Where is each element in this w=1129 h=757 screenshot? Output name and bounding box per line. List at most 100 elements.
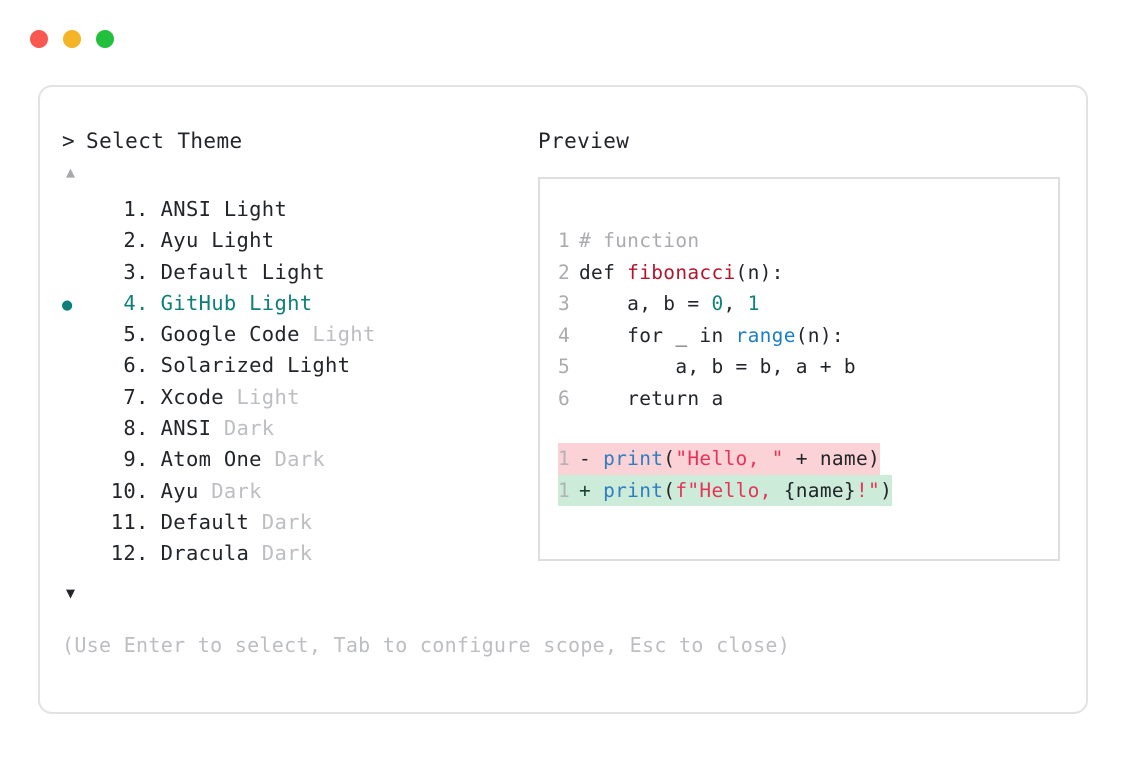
code-token: def xyxy=(579,260,628,284)
theme-item-name: GitHub xyxy=(160,290,250,315)
selection-bullet-icon: ● xyxy=(62,321,93,352)
theme-item-name: Google Code xyxy=(160,322,313,347)
diff-token: ) xyxy=(880,478,893,502)
theme-item-variant: Light xyxy=(312,322,376,347)
theme-item-index: 11 xyxy=(110,509,136,534)
scroll-up-arrow-icon[interactable]: ▲ xyxy=(66,163,76,181)
code-token: range xyxy=(735,323,796,347)
theme-item-index-dot: . xyxy=(136,384,149,409)
code-token: a, b = b, a + b xyxy=(579,355,856,378)
theme-item-variant: Dark xyxy=(261,509,313,534)
code-token: for _ in xyxy=(579,323,736,347)
page-title: Select Theme xyxy=(86,129,243,153)
code-line: 4 for _ in range(n): xyxy=(558,320,1056,352)
maximize-window-button[interactable] xyxy=(96,30,114,48)
code-token: 1 xyxy=(747,292,760,315)
theme-item-variant: Light xyxy=(287,353,351,378)
diff-token: {name} xyxy=(783,478,856,502)
code-line-number: 6 xyxy=(558,386,571,410)
code-line: 5 a, b = b, a + b xyxy=(558,351,1056,383)
code-line: 2 def fibonacci(n): xyxy=(558,257,1056,289)
diff-token: ) xyxy=(868,447,881,470)
theme-picker-pane: > Select Theme ▲ ●1.ANSI Light●2.Ayu Lig… xyxy=(62,129,532,606)
theme-item-index: 6 xyxy=(123,353,136,378)
theme-selector-card: > Select Theme ▲ ●1.ANSI Light●2.Ayu Lig… xyxy=(38,85,1088,714)
theme-list-item[interactable]: ● 7. Xcode Light xyxy=(62,382,532,413)
theme-item-name: Ayu xyxy=(160,478,212,503)
theme-list-item[interactable]: ● 5. Google Code Light xyxy=(62,319,532,350)
selection-bullet-icon: ● xyxy=(62,294,73,315)
code-line: 1# function xyxy=(558,225,1056,257)
theme-item-index-dot: . xyxy=(136,478,149,503)
code-line: 3 a, b = 0, 1 xyxy=(558,288,1056,320)
theme-list: ●1.ANSI Light●2.Ayu Light●3.Default Ligh… xyxy=(62,194,532,570)
diff-token: f"Hello, xyxy=(675,478,784,502)
theme-item-index: 9 xyxy=(123,447,136,472)
diff-sign: + xyxy=(579,478,604,502)
theme-item-index-dot: . xyxy=(136,509,149,534)
diff-line-number: 1 xyxy=(558,447,571,470)
code-token: (n): xyxy=(795,323,844,347)
theme-item-variant: Dark xyxy=(261,541,313,566)
code-line-number: 4 xyxy=(558,323,571,347)
theme-item-index: 7 xyxy=(123,384,136,409)
selection-bullet-icon: ● xyxy=(62,227,93,258)
theme-item-name: Xcode xyxy=(160,384,237,409)
theme-list-item[interactable]: ●12.Dracula Dark xyxy=(62,538,532,569)
theme-item-name: Default xyxy=(160,259,262,284)
selection-bullet-icon: ● xyxy=(62,540,93,571)
diff-token: ( xyxy=(663,478,676,502)
theme-list-item[interactable]: ●1.ANSI Light xyxy=(62,194,532,225)
theme-item-index-dot: . xyxy=(136,228,149,253)
code-token: a, b = xyxy=(579,292,712,315)
diff-line-number: 1 xyxy=(558,478,571,502)
code-line: 6 return a xyxy=(558,383,1056,415)
theme-item-variant: Light xyxy=(236,384,300,409)
theme-list-item[interactable]: ●3.Default Light xyxy=(62,257,532,288)
theme-list-item[interactable]: ●10.Ayu Dark xyxy=(62,476,532,507)
diff-token: "Hello, " xyxy=(675,447,784,470)
theme-item-index: 5 xyxy=(123,322,136,347)
diff-token: + xyxy=(783,447,820,470)
theme-item-name: ANSI xyxy=(160,416,224,441)
code-token: (n): xyxy=(735,260,784,284)
minimize-window-button[interactable] xyxy=(63,30,81,48)
theme-list-item[interactable]: ●2.Ayu Light xyxy=(62,225,532,256)
theme-item-index-dot: . xyxy=(136,290,149,315)
code-token: , xyxy=(723,292,748,315)
preview-label: Preview xyxy=(538,129,630,153)
selection-bullet-icon: ● xyxy=(62,259,93,290)
theme-list-item[interactable]: ●11.Default Dark xyxy=(62,507,532,538)
theme-list-item[interactable]: ● 6. Solarized Light xyxy=(62,350,532,381)
theme-list-item[interactable]: ●8.ANSI Dark xyxy=(62,413,532,444)
code-line-number: 1 xyxy=(558,229,571,252)
theme-item-index-dot: . xyxy=(136,322,149,347)
diff-preview: 1- print("Hello, " + name)1+ print(f"Hel… xyxy=(558,443,893,506)
theme-item-variant: Light xyxy=(249,290,313,315)
theme-item-name: Ayu xyxy=(160,228,212,253)
diff-token: name xyxy=(819,447,869,470)
theme-item-index-dot: . xyxy=(136,197,149,221)
diff-token: print xyxy=(603,447,664,470)
theme-item-variant: Light xyxy=(211,228,275,253)
code-line-number: 2 xyxy=(558,260,571,284)
theme-item-index-dot: . xyxy=(136,353,149,378)
close-window-button[interactable] xyxy=(30,30,48,48)
selection-bullet-icon: ● xyxy=(62,352,93,383)
theme-item-variant: Light xyxy=(223,197,288,221)
theme-list-item[interactable]: ●9.Atom One Dark xyxy=(62,444,532,475)
theme-item-index-dot: . xyxy=(136,447,149,472)
theme-item-name: Atom One xyxy=(160,447,275,472)
theme-list-item[interactable]: ●4.GitHub Light xyxy=(62,288,532,319)
theme-item-index: 10 xyxy=(110,478,136,503)
theme-item-variant: Dark xyxy=(211,478,262,503)
selection-bullet-icon: ● xyxy=(62,384,93,415)
code-token: fibonacci xyxy=(627,260,736,284)
theme-item-index-dot: . xyxy=(136,259,149,284)
code-token: 0 xyxy=(711,292,724,315)
theme-item-name: Solarized xyxy=(160,353,288,378)
theme-item-index: 12 xyxy=(110,541,136,566)
theme-item-variant: Dark xyxy=(223,416,275,441)
scroll-down-arrow-icon[interactable]: ▼ xyxy=(66,583,76,602)
